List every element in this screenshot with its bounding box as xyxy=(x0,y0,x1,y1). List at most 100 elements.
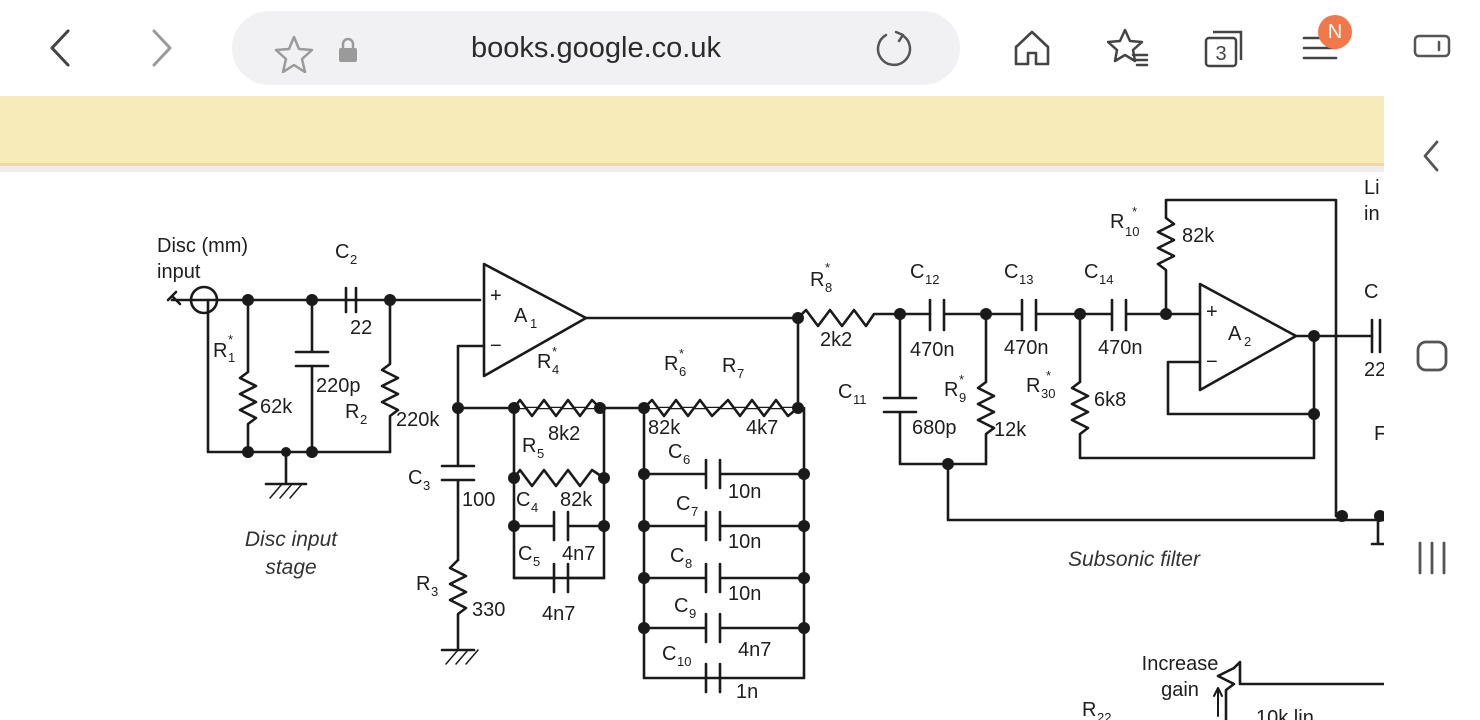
notification-badge: N xyxy=(1318,15,1352,49)
forward-button[interactable] xyxy=(130,18,190,78)
c11-sub: 11 xyxy=(853,392,867,407)
back-chevron-icon xyxy=(1423,140,1439,172)
caption-subsonic-filter: Subsonic filter xyxy=(1068,548,1201,571)
right-c-value: 22 xyxy=(1364,359,1384,381)
line-input-label-2: in xyxy=(1364,203,1380,225)
home-square-icon xyxy=(1416,340,1448,372)
rail-recent-apps-button[interactable] xyxy=(1402,528,1462,588)
r6-label: R xyxy=(664,353,678,375)
r5-label: R xyxy=(522,435,536,457)
c9-sub: 9 xyxy=(689,606,696,621)
c6-sub: 6 xyxy=(683,452,690,467)
r6-star: * xyxy=(679,346,684,361)
input-label-1: Disc (mm) xyxy=(157,235,248,257)
r8-value: 2k2 xyxy=(820,329,852,351)
r9-value: 12k xyxy=(994,419,1027,441)
c8-label: C xyxy=(670,545,684,567)
divider xyxy=(0,166,1384,172)
c2-sub: 2 xyxy=(350,252,357,267)
r1-value: 62k xyxy=(260,396,293,418)
r2-value: 220k xyxy=(396,409,440,431)
c6-value: 10n xyxy=(728,481,761,503)
r10-label: R xyxy=(1110,211,1124,233)
increase-gain-label-2: gain xyxy=(1161,679,1199,701)
side-rail xyxy=(1384,0,1480,720)
r7-value: 4k7 xyxy=(746,417,778,439)
r2-sub: 2 xyxy=(360,412,367,427)
c5-sub: 5 xyxy=(533,554,540,569)
rail-home-button[interactable] xyxy=(1402,326,1462,386)
r10-sub: 10 xyxy=(1125,224,1139,239)
r22-label: R xyxy=(1082,699,1096,720)
r2-label: R xyxy=(345,401,359,423)
r3-sub: 3 xyxy=(431,584,438,599)
r1-label: R xyxy=(213,340,227,362)
circuit-schematic: Disc (mm) input C 2 22 R 1 * 62k 220p R … xyxy=(157,177,1384,720)
c9-value: 4n7 xyxy=(738,639,771,661)
a2-label: A xyxy=(1228,323,1242,345)
r9-sub: 9 xyxy=(959,390,966,405)
c12-label: C xyxy=(910,261,924,283)
notice-banner xyxy=(0,96,1384,166)
r10-value: 82k xyxy=(1182,225,1215,247)
a1-sub: 1 xyxy=(530,316,537,331)
c14-label: C xyxy=(1084,261,1098,283)
reload-icon[interactable] xyxy=(874,29,914,69)
c12-sub: 12 xyxy=(925,272,939,287)
url-text[interactable]: books.google.co.uk xyxy=(471,32,721,64)
right-c-label: C xyxy=(1364,281,1378,303)
address-bar[interactable]: books.google.co.uk xyxy=(232,11,960,85)
c8-sub: 8 xyxy=(685,556,692,571)
r6-value: 82k xyxy=(648,417,681,439)
r8-sub: 8 xyxy=(825,280,832,295)
browser-toolbar: books.google.co.uk 3 N xyxy=(0,0,1384,96)
c13-value: 470n xyxy=(1004,337,1049,359)
c12-value: 470n xyxy=(910,339,955,361)
c3-label: C xyxy=(408,467,422,489)
r3-value: 330 xyxy=(472,599,505,621)
rail-back-button[interactable] xyxy=(1402,126,1462,186)
c14-sub: 14 xyxy=(1099,272,1113,287)
c4-value: 4n7 xyxy=(562,543,595,565)
c8-value: 10n xyxy=(728,583,761,605)
tab-count: 3 xyxy=(1215,43,1226,65)
bookmarks-icon xyxy=(1107,28,1149,67)
r30-value: 6k8 xyxy=(1094,389,1126,411)
home-icon xyxy=(1014,30,1050,66)
recent-apps-icon xyxy=(1418,541,1446,575)
c5-label: C xyxy=(518,543,532,565)
c3-value: 100 xyxy=(462,489,495,511)
a1-label: A xyxy=(514,305,528,327)
star-icon[interactable] xyxy=(274,35,314,73)
r1-star: * xyxy=(228,332,233,347)
r4-star: * xyxy=(552,344,557,359)
r3-label: R xyxy=(416,573,430,595)
book-page[interactable]: Disc (mm) input C 2 22 R 1 * 62k 220p R … xyxy=(0,172,1384,720)
r4-label: R xyxy=(537,351,551,373)
r7-label: R xyxy=(722,355,736,377)
r7-sub: 7 xyxy=(737,366,744,381)
r10-star: * xyxy=(1132,204,1137,219)
bookmarks-button[interactable] xyxy=(1098,18,1158,78)
caption-disc-input-1: Disc input xyxy=(245,528,338,551)
c4-sub: 4 xyxy=(531,500,538,515)
lock-icon xyxy=(339,37,357,62)
pot-value: 10k lin xyxy=(1256,707,1314,720)
r5-sub: 5 xyxy=(537,446,544,461)
r8-star: * xyxy=(825,260,830,275)
tabs-button[interactable]: 3 xyxy=(1194,18,1254,78)
home-button[interactable] xyxy=(1002,18,1062,78)
a2-plus: + xyxy=(1206,301,1218,323)
c4-label: C xyxy=(516,489,530,511)
r30-label: R xyxy=(1026,375,1040,397)
c14-value: 470n xyxy=(1098,337,1143,359)
c7-value: 10n xyxy=(728,531,761,553)
c7-label: C xyxy=(676,493,690,515)
r5-value: 82k xyxy=(560,489,593,511)
increase-gain-label-1: Increase xyxy=(1142,653,1219,675)
back-button[interactable] xyxy=(32,18,92,78)
r8-label: R xyxy=(810,269,824,291)
c10-sub: 10 xyxy=(677,654,691,669)
r4-sub: 4 xyxy=(552,362,559,377)
window-button[interactable] xyxy=(1402,16,1462,76)
